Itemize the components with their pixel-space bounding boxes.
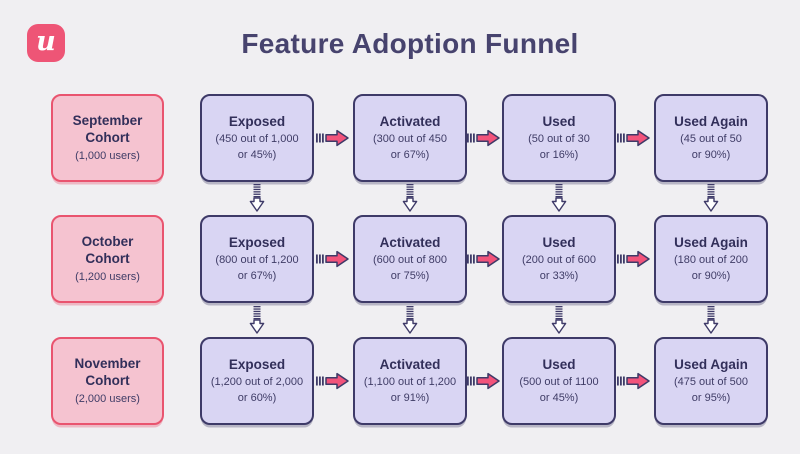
stage-stat-line1: (800 out of 1,200 [215, 254, 299, 267]
right-arrow-icon [617, 249, 652, 269]
down-arrow-icon [551, 184, 567, 214]
cohort-box-october: October Cohort (1,200 users) [51, 215, 164, 303]
cohort-name: November Cohort [74, 355, 141, 389]
stage-label: Activated [379, 234, 441, 250]
stage-label: Exposed [228, 234, 286, 250]
stage-stat-line1: (300 out of 450 [372, 133, 447, 146]
stage-box-used: Used (500 out of 1100 or 45%) [502, 337, 616, 425]
stage-box-exposed: Exposed (450 out of 1,000 or 45%) [200, 94, 314, 182]
right-arrow-icon [467, 371, 502, 391]
stage-label: Used [542, 113, 576, 129]
stage-stat-line2: or 90%) [691, 269, 731, 282]
userpilot-logo: u [27, 24, 65, 62]
stage-box-used-again: Used Again (180 out of 200 or 90%) [654, 215, 768, 303]
down-arrow-icon [249, 184, 265, 214]
stage-box-exposed: Exposed (1,200 out of 2,000 or 60%) [200, 337, 314, 425]
cohort-users: (2,000 users) [75, 392, 140, 405]
stage-stat-line2: or 16%) [539, 148, 579, 161]
stage-stat-line2: or 91%) [390, 391, 430, 404]
page-title: Feature Adoption Funnel [241, 28, 579, 59]
stage-box-used-again: Used Again (475 out of 500 or 95%) [654, 337, 768, 425]
right-arrow-icon [316, 249, 351, 269]
right-arrow-icon [467, 249, 502, 269]
down-arrow-icon [551, 306, 567, 336]
stage-box-used: Used (50 out of 30 or 16%) [502, 94, 616, 182]
stage-label: Used Again [674, 356, 748, 372]
stage-stat-line2: or 67%) [237, 269, 277, 282]
stage-stat-line1: (200 out of 600 [521, 254, 596, 267]
stage-label: Activated [379, 356, 441, 372]
down-arrow-icon [402, 184, 418, 214]
stage-box-activated: Activated (300 out of 450 or 67%) [353, 94, 467, 182]
right-arrow-icon [617, 371, 652, 391]
stage-stat-line2: or 33%) [539, 269, 579, 282]
stage-stat-line2: or 90%) [691, 148, 731, 161]
down-arrow-icon [703, 306, 719, 336]
stage-box-activated: Activated (1,100 out of 1,200 or 91%) [353, 337, 467, 425]
right-arrow-icon [316, 371, 351, 391]
stage-stat-line2: or 60%) [237, 391, 277, 404]
logo-letter: u [36, 25, 56, 57]
stage-box-exposed: Exposed (800 out of 1,200 or 67%) [200, 215, 314, 303]
right-arrow-icon [467, 128, 502, 148]
stage-stat-line2: or 67%) [390, 148, 430, 161]
cohort-box-september: September Cohort (1,000 users) [51, 94, 164, 182]
stage-stat-line1: (50 out of 30 [528, 133, 590, 146]
cohort-name: September Cohort [72, 112, 143, 146]
stage-stat-line1: (500 out of 1100 [519, 376, 599, 389]
right-arrow-icon [617, 128, 652, 148]
stage-stat-line1: (180 out of 200 [673, 254, 748, 267]
down-arrow-icon [402, 306, 418, 336]
stage-stat-line1: (475 out of 500 [673, 376, 748, 389]
stage-stat-line1: (600 out of 800 [372, 254, 447, 267]
stage-label: Used Again [674, 234, 748, 250]
stage-stat-line2: or 45%) [539, 391, 579, 404]
right-arrow-icon [316, 128, 351, 148]
cohort-users: (1,200 users) [75, 270, 140, 283]
stage-label: Used [542, 356, 576, 372]
cohort-name: October Cohort [81, 233, 134, 267]
stage-stat-line2: or 75%) [390, 269, 430, 282]
down-arrow-icon [249, 306, 265, 336]
down-arrow-icon [703, 184, 719, 214]
stage-stat-line2: or 45%) [237, 148, 277, 161]
stage-label: Used [542, 234, 576, 250]
stage-stat-line1: (1,100 out of 1,200 [363, 376, 457, 389]
stage-stat-line1: (45 out of 50 [680, 133, 742, 146]
stage-label: Exposed [228, 113, 286, 129]
stage-stat-line1: (450 out of 1,000 [215, 133, 299, 146]
stage-label: Exposed [228, 356, 286, 372]
cohort-users: (1,000 users) [75, 149, 140, 162]
stage-box-used: Used (200 out of 600 or 33%) [502, 215, 616, 303]
stage-stat-line1: (1,200 out of 2,000 [210, 376, 304, 389]
stage-label: Activated [379, 113, 441, 129]
stage-stat-line2: or 95%) [691, 391, 731, 404]
stage-label: Used Again [674, 113, 748, 129]
stage-box-activated: Activated (600 out of 800 or 75%) [353, 215, 467, 303]
stage-box-used-again: Used Again (45 out of 50 or 90%) [654, 94, 768, 182]
cohort-box-november: November Cohort (2,000 users) [51, 337, 164, 425]
